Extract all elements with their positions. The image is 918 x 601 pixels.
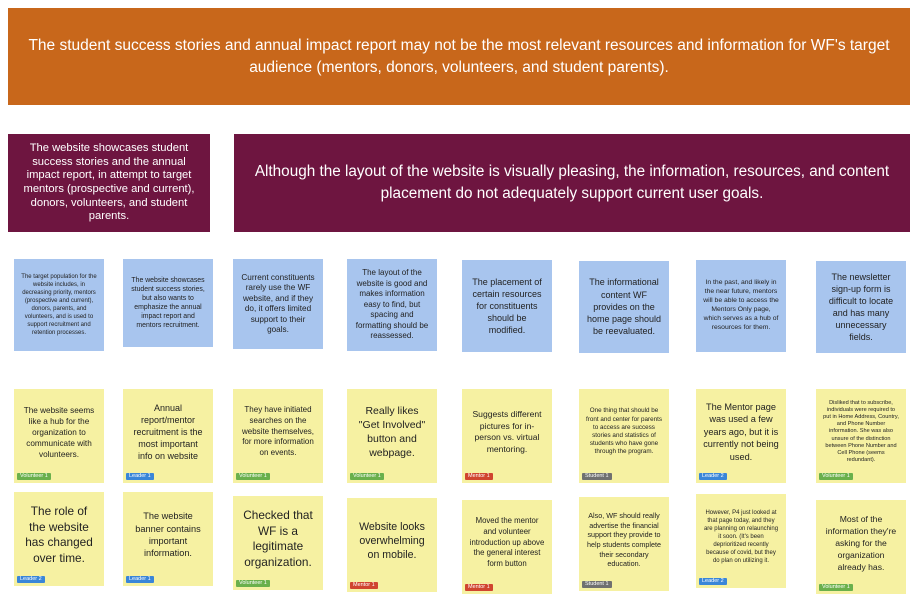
observation-sticky-note[interactable]: The role of the website has changed over… (14, 492, 104, 586)
observation-sticky-note[interactable]: Moved the mentor and volunteer introduct… (462, 500, 552, 594)
sticky-note-text: Disliked that to subscribe, individuals … (823, 399, 899, 464)
insight-sticky-note[interactable]: In the past, and likely in the near futu… (696, 260, 786, 352)
participant-tag: Student 1 (582, 581, 612, 588)
insight-sticky-note[interactable]: The informational content WF provides on… (579, 261, 669, 353)
insight-sticky-note[interactable]: The target population for the website in… (14, 259, 104, 351)
sticky-note-text: The role of the website has changed over… (25, 504, 93, 565)
observation-sticky-note[interactable]: The website seems like a hub for the org… (14, 389, 104, 483)
participant-tag: Leader 1 (126, 576, 154, 583)
sticky-note-text: Annual report/mentor recruitment is the … (133, 403, 203, 461)
participant-tag: Leader 2 (699, 578, 727, 585)
sticky-note-text: Website looks overwhelming on mobile. (359, 521, 425, 561)
left-insight-banner: The website showcases student success st… (8, 134, 210, 232)
insight-sticky-note[interactable]: Current constituents rarely use the WF w… (233, 259, 323, 349)
left-insight-text: The website showcases student success st… (23, 142, 195, 223)
participant-tag: Leader 2 (17, 576, 45, 583)
participant-tag: Mentor 1 (465, 584, 493, 591)
insight-sticky-note[interactable]: The website showcases student success st… (123, 259, 213, 347)
observation-sticky-note[interactable]: The website banner contains important in… (123, 492, 213, 586)
observation-sticky-note[interactable]: However, P4 just looked at that page tod… (696, 494, 786, 588)
sticky-note-text: One thing that should be front and cente… (586, 407, 662, 456)
sticky-note-text: Current constituents rarely use the WF w… (241, 272, 315, 335)
sticky-note-text: The layout of the website is good and ma… (355, 268, 429, 341)
participant-tag: Volunteer 1 (819, 584, 853, 591)
observation-sticky-note[interactable]: They have initiated searches on the webs… (233, 389, 323, 483)
sticky-note-text: The Mentor page was used a few years ago… (703, 401, 779, 462)
participant-tag: Mentor 1 (350, 582, 378, 589)
sticky-note-text: Checked that WF is a legitimate organiza… (243, 508, 313, 569)
insight-sticky-note[interactable]: The newsletter sign-up form is difficult… (816, 261, 906, 353)
observation-sticky-note[interactable]: One thing that should be front and cente… (579, 389, 669, 483)
sticky-note-text: In the past, and likely in the near futu… (703, 279, 779, 331)
participant-tag: Leader 2 (699, 473, 727, 480)
top-insight-banner: The student success stories and annual i… (8, 8, 910, 105)
participant-tag: Volunteer 1 (236, 473, 270, 480)
participant-tag: Mentor 1 (465, 473, 493, 480)
participant-tag: Volunteer 1 (819, 473, 853, 480)
participant-tag: Student 1 (582, 473, 612, 480)
sticky-note-text: They have initiated searches on the webs… (241, 405, 315, 458)
sticky-note-text: The website banner contains important in… (135, 511, 201, 559)
right-insight-banner: Although the layout of the website is vi… (234, 134, 910, 232)
participant-tag: Leader 1 (126, 473, 154, 480)
observation-sticky-note[interactable]: Most of the information they're asking f… (816, 500, 906, 594)
sticky-note-text: Suggests different pictures for in-perso… (472, 409, 542, 454)
sticky-note-text: Moved the mentor and volunteer introduct… (469, 516, 545, 569)
sticky-note-text: However, P4 just looked at that page tod… (703, 509, 779, 565)
sticky-note-text: The target population for the website in… (21, 274, 97, 336)
participant-tag: Volunteer 1 (17, 473, 51, 480)
insight-sticky-note[interactable]: The layout of the website is good and ma… (347, 259, 437, 351)
sticky-note-text: The newsletter sign-up form is difficult… (828, 272, 894, 342)
right-insight-text: Although the layout of the website is vi… (254, 163, 890, 202)
participant-tag: Volunteer 1 (236, 580, 270, 587)
observation-sticky-note[interactable]: Checked that WF is a legitimate organiza… (233, 496, 323, 590)
sticky-note-text: Most of the information they're asking f… (825, 514, 897, 572)
sticky-note-text: The website seems like a hub for the org… (23, 405, 95, 459)
observation-sticky-note[interactable]: Really likes "Get Involved" button and w… (347, 389, 437, 483)
insight-sticky-note[interactable]: The placement of certain resources for c… (462, 260, 552, 352)
sticky-note-text: The website showcases student success st… (131, 277, 205, 329)
observation-sticky-note[interactable]: Suggests different pictures for in-perso… (462, 389, 552, 483)
observation-sticky-note[interactable]: The Mentor page was used a few years ago… (696, 389, 786, 483)
sticky-note-text: Really likes "Get Involved" button and w… (358, 405, 426, 459)
observation-sticky-note[interactable]: Annual report/mentor recruitment is the … (123, 389, 213, 483)
participant-tag: Volunteer 1 (350, 473, 384, 480)
observation-sticky-note[interactable]: Website looks overwhelming on mobile. Men… (347, 498, 437, 592)
top-insight-text: The student success stories and annual i… (28, 36, 890, 76)
sticky-note-text: The placement of certain resources for c… (472, 277, 542, 335)
sticky-note-text: The informational content WF provides on… (586, 277, 662, 337)
sticky-note-text: Also, WF should really advertise the fin… (587, 510, 661, 569)
observation-sticky-note[interactable]: Disliked that to subscribe, individuals … (816, 389, 906, 483)
observation-sticky-note[interactable]: Also, WF should really advertise the fin… (579, 497, 669, 591)
